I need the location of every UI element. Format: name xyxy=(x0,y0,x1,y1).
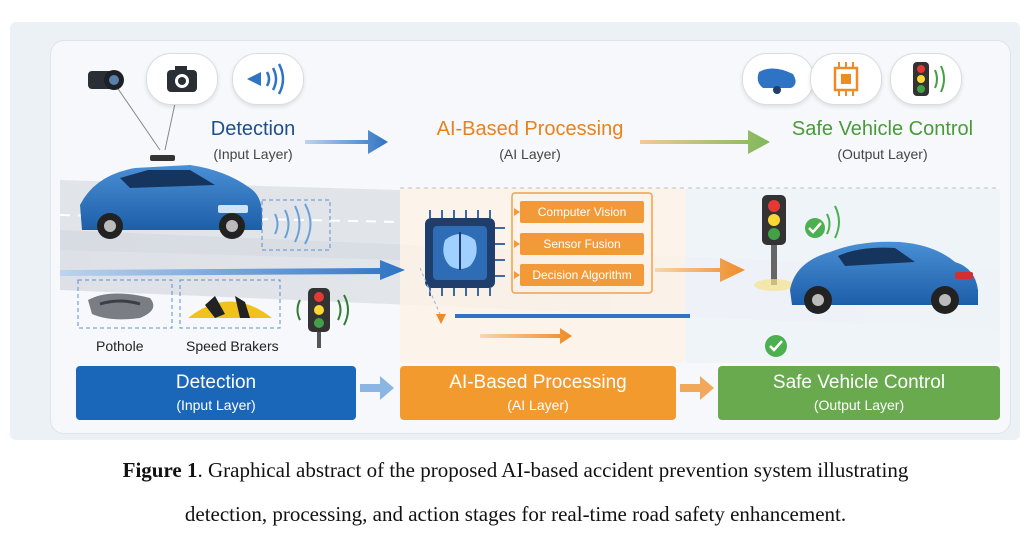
module-bullets xyxy=(514,208,520,279)
module-computer-vision: Computer Vision xyxy=(520,201,644,223)
stage-title-processing: AI-Based Processing xyxy=(436,118,624,140)
modules-frame xyxy=(511,192,653,294)
bottom-box-detection: Detection (Input Layer) xyxy=(76,366,356,420)
camera-icon xyxy=(146,53,218,105)
blue-bar xyxy=(455,314,690,318)
ai-chip-icon xyxy=(425,210,505,296)
bottom-box-control: Safe Vehicle Control (Output Layer) xyxy=(718,366,1000,420)
traffic-light-icon xyxy=(890,53,962,105)
sensor-waves xyxy=(274,203,312,245)
brake-pedal-icon xyxy=(742,53,814,105)
bottom-arrow-2 xyxy=(680,376,714,400)
top-arrow-2 xyxy=(640,130,770,154)
check-icon-top xyxy=(805,205,840,239)
bottom-sub-control: (Output Layer) xyxy=(813,397,905,413)
hazard-label-speedbreaker: Speed Brakers xyxy=(186,338,279,354)
output-traffic-light-icon xyxy=(754,195,794,291)
pothole-box xyxy=(77,279,173,329)
stage-sub-processing: (AI Layer) xyxy=(499,146,561,162)
process-arrow xyxy=(655,258,745,282)
bottom-title-detection: Detection xyxy=(175,372,257,393)
stage-sub-control: (Output Layer) xyxy=(837,146,928,162)
module-sensor-fusion: Sensor Fusion xyxy=(520,233,644,255)
detection-car xyxy=(80,155,262,239)
pothole-shape xyxy=(88,293,154,320)
figure-caption-line2: detection, processing, and action stages… xyxy=(184,502,847,526)
bottom-sub-processing: (AI Layer) xyxy=(507,397,569,413)
input-arrow xyxy=(60,260,405,280)
bottom-title-control: Safe Vehicle Control xyxy=(772,372,946,393)
bottom-box-processing: AI-Based Processing (AI Layer) xyxy=(400,366,676,420)
figure-caption-line1: Figure 1. Graphical abstract of the prop… xyxy=(0,458,1031,483)
dashcam-icon xyxy=(76,55,136,105)
bottom-title-processing: AI-Based Processing xyxy=(449,372,627,393)
module-decision-algorithm: Decision Algorithm xyxy=(520,264,644,286)
speedbreaker-box xyxy=(179,279,281,329)
sensor-zone xyxy=(261,199,331,251)
hazard-label-pothole: Pothole xyxy=(96,338,144,354)
chip-icon xyxy=(810,53,882,105)
stage-title-detection: Detection xyxy=(210,118,296,140)
figure-label: Figure 1 xyxy=(122,458,198,482)
check-icon-bottom xyxy=(765,335,787,357)
top-arrow-1 xyxy=(305,130,388,154)
caption-text: . Graphical abstract of the proposed AI-… xyxy=(197,458,909,482)
bottom-arrow-1 xyxy=(360,376,394,400)
speedbreaker-shape xyxy=(188,296,272,318)
bottom-sub-detection: (Input Layer) xyxy=(176,397,256,413)
stage-sub-detection: (Input Layer) xyxy=(213,146,293,162)
small-traffic-light-icon xyxy=(296,288,349,348)
stage-title-control: Safe Vehicle Control xyxy=(791,118,974,140)
radar-icon xyxy=(232,53,304,105)
orange-small-arrow xyxy=(480,328,572,344)
output-car xyxy=(790,241,978,314)
